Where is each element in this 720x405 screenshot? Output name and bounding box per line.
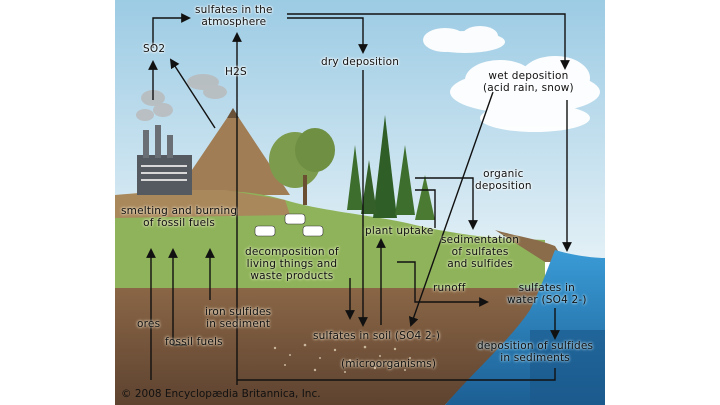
label-so2: SO2 xyxy=(143,43,166,55)
label-deposition-sediments: deposition of sulfides in sediments xyxy=(477,340,594,364)
label-microorganisms: (microorganisms) xyxy=(341,358,437,370)
label-sulfates-water: sulfates in water (SO4 2-) xyxy=(507,282,587,306)
scene-illustration xyxy=(115,0,605,405)
cows xyxy=(254,213,324,237)
soil-microorganisms xyxy=(273,343,411,373)
label-sulfates-soil: sulfates in soil (SO4 2-) xyxy=(313,330,441,342)
cloud-top xyxy=(423,26,505,53)
label-dry-deposition: dry deposition xyxy=(321,56,400,68)
label-organic-deposition: organic deposition xyxy=(475,168,532,192)
copyright-credit: © 2008 Encyclopædia Britannica, Inc. xyxy=(121,388,321,400)
label-wet-deposition: wet deposition (acid rain, snow) xyxy=(483,70,574,94)
label-h2s: H2S xyxy=(225,66,247,78)
arrow-volcano-so2 xyxy=(169,58,216,129)
label-plant-uptake: plant uptake xyxy=(365,225,434,237)
volcano xyxy=(175,118,290,195)
label-atmosphere: sulfates in the atmosphere xyxy=(195,4,273,28)
label-iron-sulfides: iron sulfides in sediment xyxy=(205,306,272,330)
label-smelting: smelting and burning of fossil fuels xyxy=(121,205,238,229)
label-ores: ores xyxy=(137,318,161,330)
arrow-fossil-fuels-up xyxy=(168,248,187,346)
arrow-wet-deposition xyxy=(287,13,570,70)
factory xyxy=(137,125,192,195)
arrow-organic-branch xyxy=(415,189,436,228)
label-runoff: runoff xyxy=(433,282,466,294)
arrow-sediments-return xyxy=(237,368,556,381)
arrow-so2-atmosphere xyxy=(152,13,191,48)
arrow-dry-deposition xyxy=(287,17,368,54)
sulfur-cycle-diagram: sulfates in the atmosphere SO2 H2S dry d… xyxy=(115,0,605,405)
label-fossil-fuels: fossil fuels xyxy=(165,336,223,348)
arrow-runoff xyxy=(397,261,489,307)
forest xyxy=(269,115,435,220)
cycle-arrows xyxy=(146,13,572,385)
arrow-wet-to-soil xyxy=(408,91,494,327)
arrow-organic-to-sedimentation xyxy=(415,177,478,230)
label-sedimentation: sedimentation of sulfates and sulfides xyxy=(441,234,520,270)
label-decomposition: decomposition of living things and waste… xyxy=(245,246,339,282)
soil-layer xyxy=(115,288,555,405)
cloud-right xyxy=(450,56,600,132)
